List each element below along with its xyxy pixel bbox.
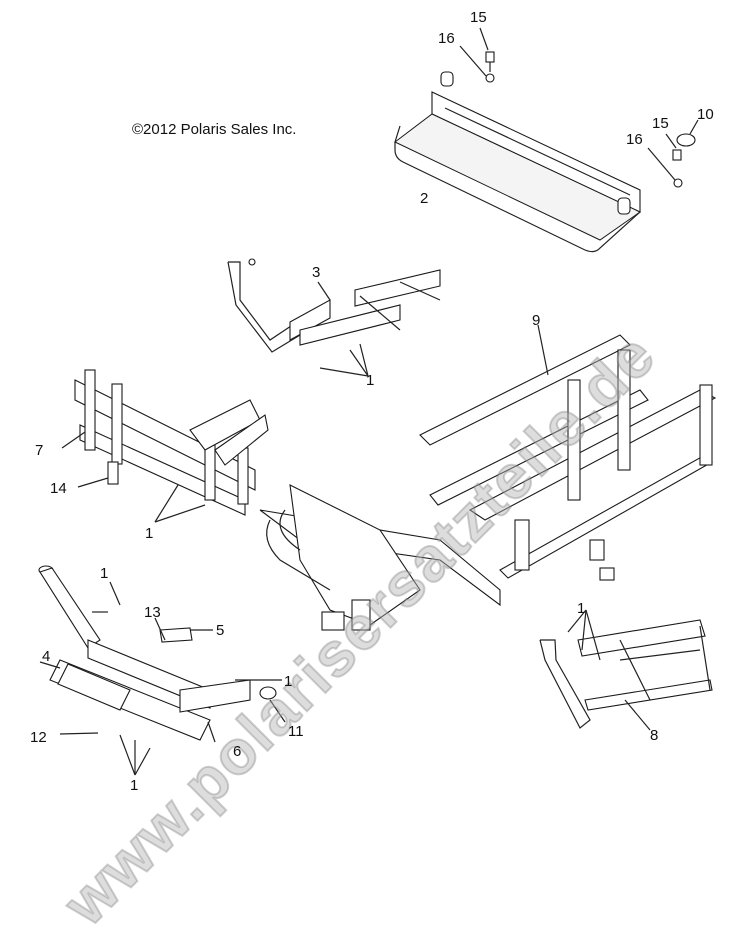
callout-5: 5	[216, 622, 225, 639]
part-9-main-frame	[259, 324, 717, 631]
part-4-6-front-bumper	[38, 565, 286, 776]
copyright-text: ©2012 Polaris Sales Inc.	[132, 121, 297, 138]
callout-1-footrest: 1	[577, 600, 586, 617]
callout-7: 7	[35, 442, 44, 459]
callout-13: 13	[144, 604, 161, 621]
callout-9: 9	[532, 312, 541, 329]
callout-3: 3	[312, 264, 321, 281]
callout-4: 4	[42, 648, 51, 665]
callout-12: 12	[30, 729, 47, 746]
callout-15-right: 15	[652, 115, 669, 132]
part-7-front-rack	[61, 369, 269, 523]
callout-1-seat: 1	[366, 372, 375, 389]
callout-8: 8	[650, 727, 659, 744]
callout-2: 2	[420, 190, 429, 207]
part-3-seat-support	[227, 258, 441, 377]
part-10-15-16-fastener-right	[647, 119, 699, 188]
callout-16-top: 16	[438, 30, 455, 47]
parts-diagram	[38, 27, 717, 776]
callout-1-bottom: 1	[130, 777, 139, 794]
part-8-footrest	[539, 609, 713, 731]
callout-1-bumper-top: 1	[100, 565, 109, 582]
part-2-bed-panel	[394, 71, 641, 253]
callout-6: 6	[233, 743, 242, 760]
callout-1-rack: 1	[145, 525, 154, 542]
callout-15-top: 15	[470, 9, 487, 26]
part-15-16-fastener-top	[459, 27, 495, 83]
callout-1-bumper-right: 1	[284, 673, 293, 690]
callout-16-right: 16	[626, 131, 643, 148]
callout-14: 14	[50, 480, 67, 497]
callout-10: 10	[697, 106, 714, 123]
callout-11: 11	[288, 723, 304, 740]
